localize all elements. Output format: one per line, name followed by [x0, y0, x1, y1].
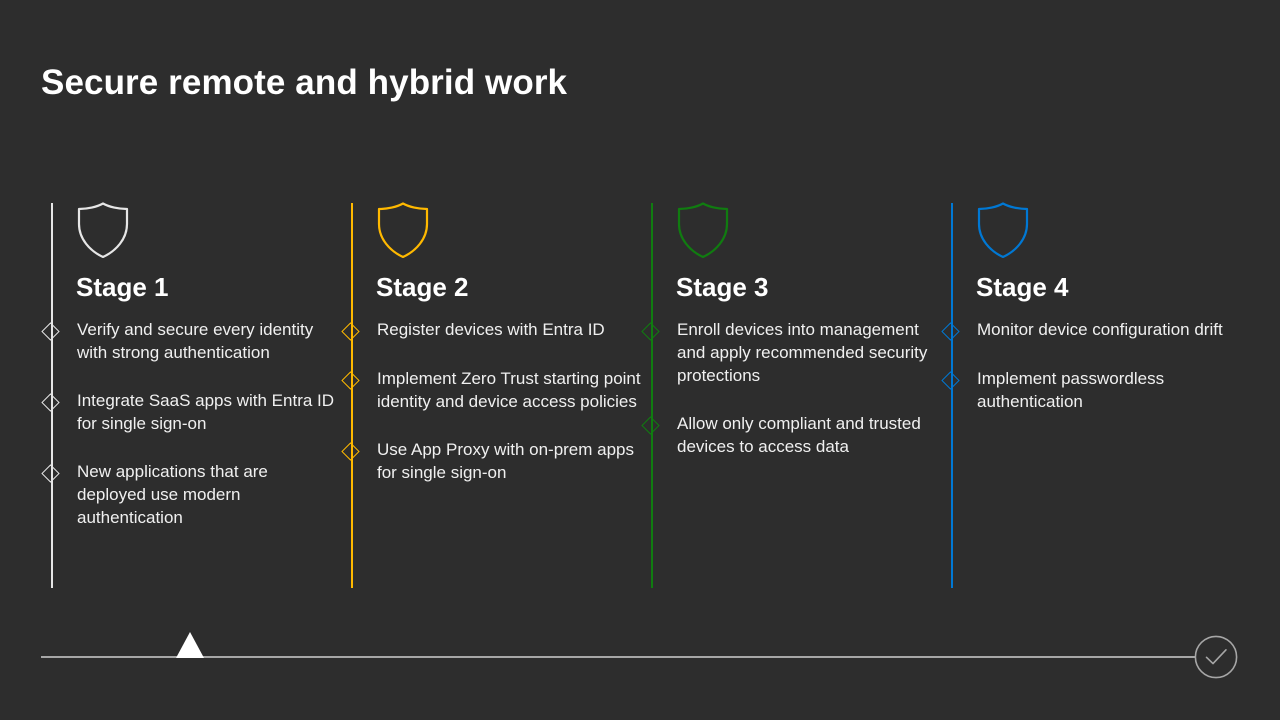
shield-icon: [375, 202, 431, 258]
list-item: Allow only compliant and trusted devices…: [641, 412, 941, 458]
list-item: Register devices with Entra ID: [341, 318, 641, 342]
diamond-bullet-icon: [41, 393, 60, 412]
diamond-bullet-icon: [341, 442, 360, 461]
list-item: Enroll devices into management and apply…: [641, 318, 941, 387]
stage-bullet-list: Register devices with Entra ID Implement…: [341, 318, 641, 484]
stage-bullet-list: Monitor device configuration drift Imple…: [941, 318, 1241, 413]
triangle-marker-icon[interactable]: [176, 632, 204, 658]
bullet-text: Integrate SaaS apps with Entra ID for si…: [77, 391, 335, 433]
bullet-text: New applications that are deployed use m…: [77, 462, 268, 527]
timeline-track: [41, 656, 1195, 658]
bullet-text: Register devices with Entra ID: [377, 320, 605, 339]
bullet-text: Use App Proxy with on-prem apps for sing…: [377, 440, 635, 482]
stage-heading: Stage 4: [976, 272, 1069, 302]
list-item: Monitor device configuration drift: [941, 318, 1241, 342]
stage-heading: Stage 1: [76, 272, 169, 302]
stage-accent-rule: [51, 203, 53, 588]
list-item: Integrate SaaS apps with Entra ID for si…: [41, 389, 341, 435]
diamond-bullet-icon: [341, 322, 360, 341]
shield-icon: [975, 202, 1031, 258]
bullet-text: Implement Zero Trust starting point iden…: [377, 369, 641, 411]
stage-accent-rule: [951, 203, 953, 588]
diamond-bullet-icon: [941, 371, 960, 390]
shield-icon: [75, 202, 131, 258]
stage-accent-rule: [351, 203, 353, 588]
list-item: New applications that are deployed use m…: [41, 460, 341, 529]
bullet-text: Enroll devices into management and apply…: [677, 320, 928, 385]
diamond-bullet-icon: [941, 322, 960, 341]
stage-heading: Stage 3: [676, 272, 769, 302]
list-item: Implement passwordless authentication: [941, 367, 1241, 413]
bullet-text: Monitor device configuration drift: [977, 320, 1223, 339]
bullet-text: Allow only compliant and trusted devices…: [677, 414, 921, 456]
diamond-bullet-icon: [641, 322, 660, 341]
diamond-bullet-icon: [341, 371, 360, 390]
shield-icon: [675, 202, 731, 258]
stage-bullet-list: Verify and secure every identity with st…: [41, 318, 341, 529]
bullet-text: Implement passwordless authentication: [977, 369, 1165, 411]
stage-heading: Stage 2: [376, 272, 469, 302]
list-item: Use App Proxy with on-prem apps for sing…: [341, 438, 641, 484]
list-item: Implement Zero Trust starting point iden…: [341, 367, 641, 413]
stage-accent-rule: [651, 203, 653, 588]
list-item: Verify and secure every identity with st…: [41, 318, 341, 364]
diamond-bullet-icon: [41, 322, 60, 341]
diamond-bullet-icon: [641, 416, 660, 435]
page-title: Secure remote and hybrid work: [41, 63, 568, 102]
check-circle-icon: [1194, 635, 1238, 679]
diamond-bullet-icon: [41, 464, 60, 483]
stage-bullet-list: Enroll devices into management and apply…: [641, 318, 941, 458]
bullet-text: Verify and secure every identity with st…: [77, 320, 314, 362]
